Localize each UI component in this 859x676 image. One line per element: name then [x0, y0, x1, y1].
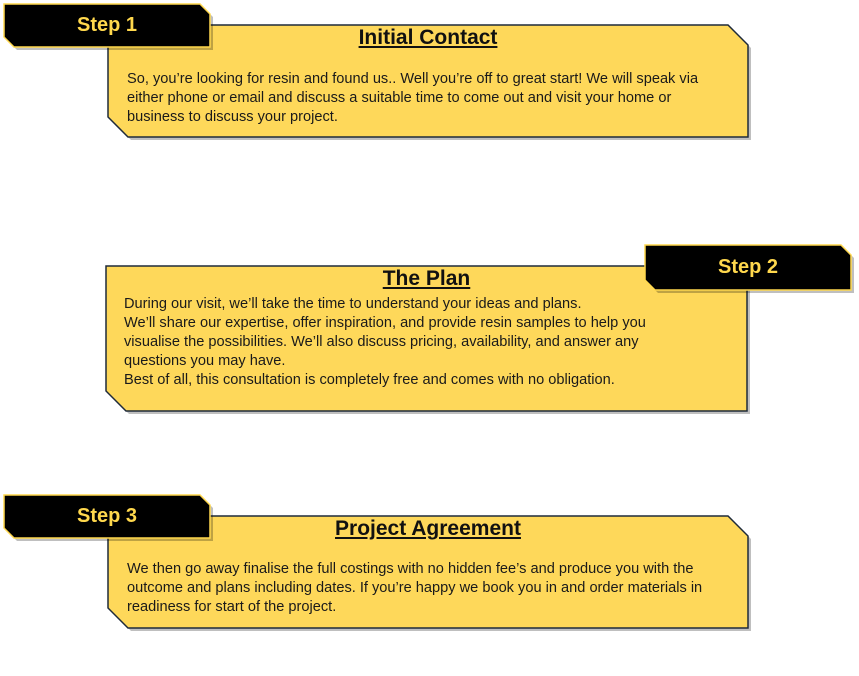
- step-1-body: So, you’re looking for resin and found u…: [127, 70, 727, 127]
- step-2-body-paragraph-1: During our visit, we’ll take the time to…: [124, 296, 582, 312]
- step-3-tag-shape: [3, 494, 213, 541]
- step-1-tag-shape: [3, 3, 213, 50]
- step-1-card-shape: [107, 24, 751, 140]
- step-1-card: Initial Contact So, you’re looking for r…: [107, 24, 751, 140]
- step-2-title: The Plan: [382, 267, 471, 290]
- step-3-body: We then go away finalise the full costin…: [127, 560, 733, 617]
- step-3-tag: Step 3: [3, 494, 213, 541]
- step-2-body: During our visit, we’ll take the time to…: [124, 295, 704, 390]
- step-1-tag: Step 1: [3, 3, 213, 50]
- step-3-tag-label: Step 3: [76, 505, 138, 527]
- step-2-tag-shape: [644, 244, 854, 293]
- step-1-title: Initial Contact: [358, 26, 498, 49]
- step-3-card-shape: [107, 515, 751, 631]
- step-2-card: The Plan During our visit, we’ll take th…: [105, 265, 750, 414]
- step-2-card-shape: [105, 265, 750, 414]
- step-2-tag: Step 2: [644, 244, 854, 293]
- step-3-title: Project Agreement: [335, 517, 521, 540]
- step-3-body-paragraph: We then go away finalise the full costin…: [127, 561, 703, 615]
- step-1-tag-label: Step 1: [76, 14, 138, 36]
- step-2-body-paragraph-3: Best of all, this consultation is comple…: [124, 372, 615, 388]
- step-2-body-paragraph-2: We’ll share our expertise, offer inspira…: [124, 315, 646, 369]
- step-1-body-paragraph: So, you’re looking for resin and found u…: [127, 71, 699, 125]
- step-3-card: Project Agreement We then go away finali…: [107, 515, 751, 631]
- step-2-tag-label: Step 2: [717, 256, 779, 278]
